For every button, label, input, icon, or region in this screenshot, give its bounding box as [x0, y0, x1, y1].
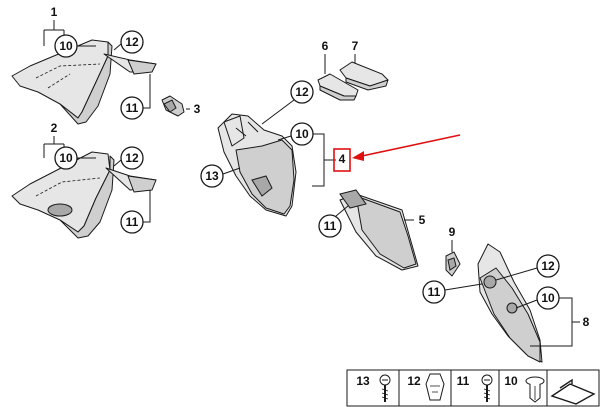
svg-text:12: 12	[125, 151, 139, 165]
legend-label-10: 10	[504, 374, 518, 388]
part-number-9: 9	[449, 225, 456, 239]
screw-icon	[481, 374, 493, 402]
svg-text:11: 11	[126, 215, 139, 229]
part-number-1: 1	[51, 5, 58, 19]
callout-10[interactable]: 10	[54, 146, 78, 170]
callout-10[interactable]: 10	[54, 34, 78, 58]
clip-nut-icon	[425, 373, 445, 401]
catalog-arrow-icon[interactable]	[550, 378, 596, 405]
svg-text:12: 12	[125, 35, 139, 49]
part-number-2: 2	[51, 121, 58, 135]
callout-10[interactable]: 10	[290, 122, 314, 146]
part-number-5: 5	[419, 213, 426, 227]
svg-text:12: 12	[295, 85, 309, 99]
part-number-3: 3	[194, 102, 201, 116]
callout-13[interactable]: 13	[200, 164, 224, 188]
part-number-8: 8	[583, 315, 590, 329]
expanding-rivet-icon	[525, 376, 545, 403]
part-9-clip[interactable]	[445, 251, 461, 277]
callout-11[interactable]: 11	[120, 210, 144, 234]
part-number-4: 4	[339, 152, 346, 166]
callout-10[interactable]: 10	[536, 286, 560, 310]
svg-text:10: 10	[59, 39, 73, 53]
svg-text:11: 11	[126, 101, 139, 115]
highlight-arrow	[352, 134, 461, 161]
part-4-pillar-trim[interactable]	[217, 113, 297, 217]
part-5-panel[interactable]	[339, 189, 419, 271]
highlight-box	[333, 148, 351, 172]
callout-12[interactable]: 12	[120, 30, 144, 54]
part-6-cover[interactable]	[317, 73, 359, 101]
part-7-cover[interactable]	[339, 61, 389, 91]
svg-text:10: 10	[59, 151, 73, 165]
legend-label-11: 11	[457, 374, 470, 388]
part-8-pillar-trim[interactable]	[477, 243, 543, 363]
callout-11[interactable]: 11	[120, 96, 144, 120]
part-3-clip[interactable]	[161, 95, 185, 117]
svg-text:13: 13	[205, 169, 219, 183]
svg-text:11: 11	[428, 285, 441, 299]
svg-text:10: 10	[541, 291, 555, 305]
screw-icon	[379, 374, 391, 402]
callout-11[interactable]: 11	[422, 280, 446, 304]
svg-text:10: 10	[295, 127, 309, 141]
svg-text:11: 11	[324, 219, 337, 233]
fastener-legend: 13 12 11 10	[346, 369, 600, 407]
legend-label-12: 12	[407, 374, 421, 388]
svg-text:12: 12	[541, 259, 555, 273]
part-1-trim-panel[interactable]	[11, 39, 157, 125]
callout-12[interactable]: 12	[290, 80, 314, 104]
callout-12[interactable]: 12	[536, 254, 560, 278]
callout-11[interactable]: 11	[318, 214, 342, 238]
callout-12[interactable]: 12	[120, 146, 144, 170]
part-number-7: 7	[352, 39, 359, 53]
part-number-6: 6	[322, 39, 329, 53]
part-2-trim-panel[interactable]	[11, 151, 157, 239]
legend-label-13: 13	[356, 374, 370, 388]
